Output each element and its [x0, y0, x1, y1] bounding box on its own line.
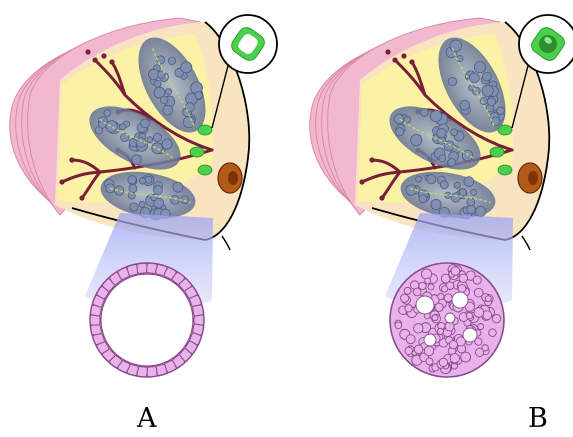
- duct-bud: [385, 49, 390, 54]
- duct-bud: [109, 59, 114, 64]
- proliferating-cell: [437, 328, 443, 334]
- proliferating-cell: [421, 269, 431, 279]
- duct-bud: [379, 195, 384, 200]
- lactiferous-sinus: [498, 165, 512, 175]
- proliferating-cell: [404, 287, 411, 294]
- lactiferous-sinus: [198, 165, 212, 175]
- proliferating-cell: [489, 329, 497, 337]
- residual-lumen: [445, 313, 455, 323]
- proliferating-cell: [474, 307, 484, 317]
- proliferating-cell: [414, 324, 424, 334]
- nipple-tip: [528, 171, 538, 185]
- proliferating-cell: [458, 285, 466, 293]
- breast-illustration: [310, 15, 573, 377]
- duct-bud: [59, 179, 64, 184]
- proliferating-cell: [478, 323, 484, 329]
- nipple-tip: [228, 171, 238, 185]
- proliferating-cell: [449, 340, 457, 348]
- proliferating-cell: [426, 358, 433, 365]
- proliferating-cell: [439, 358, 447, 366]
- proliferating-cell: [405, 305, 412, 312]
- residual-lumen: [424, 334, 436, 346]
- lactiferous-sinus: [198, 125, 212, 135]
- duct-bud: [69, 157, 74, 162]
- residual-lumen: [452, 292, 468, 308]
- duct-bud: [409, 59, 414, 64]
- proliferating-cell: [405, 347, 413, 355]
- panel-b: [310, 15, 573, 377]
- proliferating-cell: [444, 294, 452, 302]
- panel-label-a: A: [137, 405, 157, 432]
- duct-bud: [392, 57, 397, 62]
- proliferating-cell: [432, 315, 438, 321]
- duct-bud: [92, 57, 97, 62]
- proliferating-cell: [482, 345, 488, 351]
- lactiferous-sinus: [490, 147, 504, 157]
- duct-bud: [401, 53, 406, 58]
- proliferating-cell: [424, 346, 434, 356]
- proliferating-cell: [428, 284, 434, 290]
- proliferating-cell: [435, 303, 443, 311]
- proliferating-cell: [459, 274, 467, 282]
- proliferating-cell: [450, 354, 459, 363]
- proliferating-cell: [451, 267, 460, 276]
- residual-lumen: [416, 296, 434, 314]
- proliferating-cell: [419, 282, 426, 289]
- proliferating-cell: [441, 286, 447, 292]
- breast-illustration: [10, 15, 277, 377]
- lactiferous-sinus: [498, 125, 512, 135]
- proliferating-cell: [414, 345, 423, 354]
- panel-a: [10, 15, 277, 377]
- lactiferous-sinus: [190, 147, 204, 157]
- proliferating-cell: [400, 294, 408, 302]
- proliferating-cell: [395, 322, 402, 329]
- proliferating-cell: [473, 276, 481, 284]
- proliferating-cell: [466, 312, 473, 319]
- epithelial-cell: [146, 366, 157, 377]
- proliferating-cell: [461, 352, 471, 362]
- duct-bud: [359, 179, 364, 184]
- panel-label-b: B: [528, 405, 548, 432]
- proliferating-cell: [406, 335, 415, 344]
- duct-bud: [85, 49, 90, 54]
- duct-lumen: [101, 274, 193, 366]
- residual-lumen: [463, 328, 477, 342]
- proliferating-cell: [485, 296, 491, 302]
- proliferating-cell: [425, 278, 431, 284]
- proliferating-cell: [492, 314, 500, 322]
- proliferating-cell: [413, 288, 421, 296]
- duct-bud: [79, 195, 84, 200]
- base-outline: [522, 236, 530, 250]
- epithelial-cell: [137, 263, 148, 274]
- base-outline: [222, 236, 230, 250]
- proliferating-cell: [438, 293, 444, 299]
- duct-bud: [369, 157, 374, 162]
- duct-bud: [101, 53, 106, 58]
